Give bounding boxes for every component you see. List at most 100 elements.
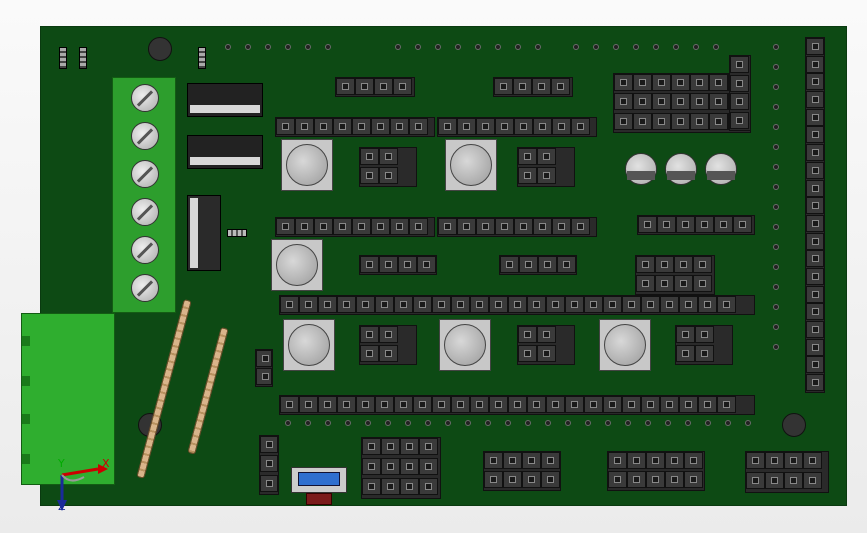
header-pin	[627, 452, 646, 469]
pad-pin	[693, 44, 699, 50]
pad-pin	[725, 420, 731, 426]
header-pin	[695, 345, 714, 362]
header-pin	[260, 455, 278, 473]
header-pin	[690, 93, 709, 111]
header-pin	[379, 345, 398, 362]
connector-notch	[22, 336, 30, 346]
header-pin	[614, 112, 633, 130]
standoff-rod-1	[136, 299, 192, 479]
small-connector-1	[59, 47, 67, 69]
header-pin	[379, 256, 398, 273]
capacitor-6	[599, 319, 651, 371]
pad-pin	[305, 44, 311, 50]
header-pin	[527, 396, 546, 413]
header-pin	[806, 91, 824, 109]
header-pin	[806, 374, 824, 392]
header-pin	[381, 458, 400, 475]
pad-pin	[665, 420, 671, 426]
pad-pin	[773, 264, 779, 270]
header-pin	[337, 396, 356, 413]
header-pin	[652, 74, 671, 91]
pad-pin	[325, 420, 331, 426]
header-pin	[470, 396, 489, 413]
header-pin	[806, 108, 824, 126]
pad-pin	[773, 344, 779, 350]
header-pin	[299, 296, 318, 313]
header-pin	[646, 452, 665, 469]
header-4pin-c	[359, 255, 437, 275]
pad-pin	[773, 204, 779, 210]
jumper-block-1	[359, 147, 417, 187]
header-pin	[717, 296, 736, 313]
header-pin	[260, 436, 278, 453]
header-pin	[803, 452, 822, 469]
header-pin	[806, 338, 824, 356]
header-pin	[674, 256, 693, 273]
header-pin	[730, 93, 749, 110]
header-pin	[671, 93, 690, 111]
header-pin	[730, 56, 749, 73]
header-pin	[709, 93, 728, 111]
header-pin	[409, 118, 428, 135]
stepper-header-row-3	[279, 295, 755, 315]
pad-pin	[225, 44, 231, 50]
pad-pin	[773, 244, 779, 250]
reset-button[interactable]	[291, 467, 347, 493]
header-pin	[806, 321, 824, 338]
pad-pin	[425, 420, 431, 426]
header-pin	[419, 478, 438, 495]
header-pin	[438, 118, 457, 135]
header-pin	[400, 478, 419, 495]
header-pin	[806, 356, 824, 374]
header-pin	[375, 396, 394, 413]
pad-pin	[773, 324, 779, 330]
header-pin	[655, 256, 674, 273]
header-pin	[655, 275, 674, 292]
header-pin	[603, 296, 622, 313]
header-4pin-a	[335, 77, 415, 97]
header-pin	[527, 296, 546, 313]
axis-triad: Y X Z	[50, 455, 110, 515]
header-pin	[476, 118, 495, 135]
header-pin	[470, 296, 489, 313]
header-pin	[522, 452, 541, 469]
header-pin	[565, 296, 584, 313]
header-pin	[552, 118, 571, 135]
header-pin	[806, 179, 824, 197]
pad-pin	[685, 420, 691, 426]
header-pin	[695, 326, 714, 343]
endstop-header-small	[259, 435, 279, 495]
header-pin	[532, 78, 551, 95]
header-pin	[374, 78, 393, 95]
header-pin	[684, 452, 703, 469]
header-pin	[636, 275, 655, 292]
header-pin	[318, 396, 337, 413]
jumper-block-3	[359, 325, 417, 365]
header-pin	[503, 452, 522, 469]
pad-pin	[773, 44, 779, 50]
y-axis-arc	[61, 474, 85, 482]
header-pin	[522, 471, 541, 488]
header-pin	[676, 216, 695, 233]
header-pin	[765, 452, 784, 469]
pad-pin	[495, 44, 501, 50]
pcb-board[interactable]	[21, 26, 847, 506]
header-pin	[371, 118, 390, 135]
header-pin	[484, 471, 503, 488]
aux-header-bottom-1	[361, 437, 441, 499]
header-pin	[714, 216, 733, 233]
pad-pin	[305, 420, 311, 426]
header-pin	[518, 167, 537, 184]
pad-pin	[773, 64, 779, 70]
header-pin	[513, 78, 532, 95]
header-pin	[500, 256, 519, 273]
pad-pin	[505, 420, 511, 426]
jumper-block-2	[517, 147, 575, 187]
header-pin	[503, 471, 522, 488]
header-pin	[679, 296, 698, 313]
header-pin	[295, 218, 314, 235]
jumper-small	[255, 349, 273, 387]
screw-icon	[131, 84, 159, 112]
mosfet-2	[187, 135, 263, 169]
